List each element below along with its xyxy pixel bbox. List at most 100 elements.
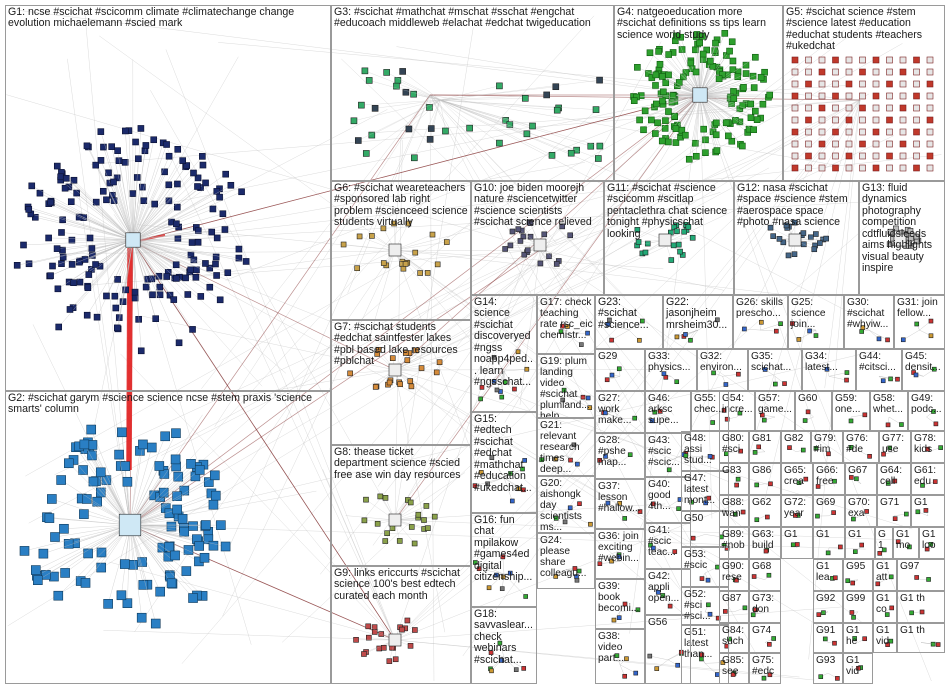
group-label: G37: lesson #hallow... xyxy=(598,481,643,514)
group-label: G60 xyxy=(798,393,830,404)
group-label: G70: exa xyxy=(848,497,875,519)
group-label: G29 xyxy=(598,351,643,362)
group-cell-g9: G9: links ericcurts #scichat science 100… xyxy=(331,566,471,684)
group-cell-g55: G55: chec... xyxy=(691,391,729,431)
group-label: G1 vid xyxy=(876,625,895,647)
group-cell-g67: G67 xyxy=(845,463,877,495)
group-cell-g63: G63: build xyxy=(749,527,781,559)
group-cell-g88: G88: wan xyxy=(719,495,749,527)
group-label: G49: podc... xyxy=(911,393,943,415)
group-cell-g77: G77: use xyxy=(879,431,911,463)
group-cell-g93: G93 xyxy=(813,653,843,684)
group-cell-g36: G36: join exciting #webin... xyxy=(595,529,645,579)
group-label: G27: work make... xyxy=(598,393,643,426)
group-cell-g1a: G1 xyxy=(911,495,945,527)
group-label: G19: plum landing video #scichat plumlan… xyxy=(540,356,593,418)
group-label: G68 xyxy=(752,561,779,572)
group-cell-g1o: G1 th xyxy=(897,623,945,653)
group-label: G23: #scichat #science... xyxy=(598,297,661,331)
group-label: G9: links ericcurts #scichat science 100… xyxy=(334,568,469,602)
group-label: G18: savvaslear... check webinars #scich… xyxy=(474,609,535,666)
group-label: G73: don xyxy=(752,593,779,615)
group-label: G31: join fellow... xyxy=(897,297,943,319)
group-cell-g89: G89: #nob xyxy=(719,527,749,559)
group-label: G88: wan xyxy=(722,497,747,519)
group-label: G26: skills prescho... xyxy=(736,297,786,319)
group-cell-g61: G61: edu xyxy=(911,463,945,495)
group-label: G64: cell xyxy=(880,465,909,487)
group-label: G82 xyxy=(784,433,809,444)
group-label: G83 xyxy=(722,465,747,476)
group-cell-g31: G31: join fellow... xyxy=(894,295,945,349)
group-label: G24: please share colleagu... xyxy=(540,535,593,579)
group-label: G30: #scichat #whyiw... xyxy=(847,297,892,330)
group-label: G1 th xyxy=(900,593,943,604)
group-label: G1 vid xyxy=(846,655,871,677)
group-label: G1 xyxy=(914,497,943,508)
group-cell-g25: G25: science join... xyxy=(788,295,844,349)
group-cell-g18: G18: savvaslear... check webinars #scich… xyxy=(471,607,537,684)
group-label: G74 xyxy=(752,625,779,636)
group-cell-g16: G16: fun chat mpilakow #games4ed digital… xyxy=(471,513,537,607)
group-cell-g1f: G1 mo xyxy=(893,527,919,559)
group-label: G69 xyxy=(816,497,843,508)
group-label: G75: #edc xyxy=(752,655,779,677)
group-cell-g29: G29 xyxy=(595,349,645,391)
group-cell-g92: G92 xyxy=(813,591,843,623)
group-label: G1 xyxy=(878,529,891,551)
group-cell-g83: G83 xyxy=(719,463,749,495)
group-label: G2: #scichat garym #science science ncse… xyxy=(8,393,329,416)
group-cell-g34: G34: latest... xyxy=(802,349,856,391)
group-label: G10: joe biden moorejh nature #sciencetw… xyxy=(474,183,602,229)
group-cell-g1n: G1 vid xyxy=(843,653,873,684)
group-label: G80: #sci xyxy=(722,433,747,455)
group-cell-g1i: G1 co xyxy=(873,591,897,623)
group-label: G1 xyxy=(848,529,873,540)
group-cell-g45: G45: densit... xyxy=(902,349,945,391)
group-label: G45: densit... xyxy=(905,351,943,373)
group-cell-g56: G56 xyxy=(645,615,691,684)
group-cell-g24: G24: please share colleagu... xyxy=(537,533,595,589)
group-cell-g49: G49: podc... xyxy=(908,391,945,431)
group-label: G28: #pshe map... xyxy=(598,435,643,468)
group-label: G12: nasa #scichat #space #science #stem… xyxy=(737,183,857,229)
group-cell-g37: G37: lesson #hallow... xyxy=(595,479,645,529)
group-label: G55: chec... xyxy=(694,393,727,415)
group-cell-g14: G14: science #scichat discoveryed #ngss … xyxy=(471,295,537,412)
group-cell-g78: G78: kids xyxy=(911,431,945,463)
group-cell-g13: G13: fluid dynamics photography competit… xyxy=(859,181,945,295)
group-label: G99 xyxy=(846,593,871,604)
group-cell-g70: G70: exa xyxy=(845,495,877,527)
group-label: G17: check teaching rate rsc_eic chemist… xyxy=(540,297,593,341)
group-label: G57: game... xyxy=(758,393,793,415)
group-label: G21: relevant research times deep... xyxy=(540,420,593,475)
group-label: G66: free xyxy=(816,465,843,487)
group-label: G65: crea xyxy=(784,465,811,487)
group-cell-g66: G66: free xyxy=(813,463,845,495)
group-label: G3: #scichat #mathchat #mschat #sschat #… xyxy=(334,7,612,30)
group-cell-g38: G38: video part... xyxy=(595,629,645,684)
group-label: G90: rese xyxy=(722,561,747,583)
group-cell-g69: G69 xyxy=(813,495,845,527)
group-cell-g79: G79: #im xyxy=(811,431,843,463)
group-cell-g85: G85: see xyxy=(719,653,749,684)
group-cell-g1g: G1 lea xyxy=(813,559,843,591)
group-cell-g27: G27: work make... xyxy=(595,391,645,433)
group-cell-g33: G33: physics... xyxy=(645,349,697,391)
group-cell-g22: G22: jasonjheim mrsheim30... xyxy=(663,295,733,349)
group-label: G93 xyxy=(816,655,841,666)
group-label: G8: thease ticket department science #sc… xyxy=(334,447,469,481)
group-cell-g91: G91 xyxy=(813,623,843,653)
group-label: G81 xyxy=(752,433,779,444)
group-label: G62 xyxy=(752,497,779,508)
group-label: G35: scichat... xyxy=(751,351,800,373)
group-label: G1 xyxy=(816,529,843,540)
group-label: G1 mo xyxy=(896,529,917,551)
group-label: G20: aishongk day scientists ms... xyxy=(540,478,593,533)
group-label: G1 loo xyxy=(922,529,943,551)
group-label: G67 xyxy=(848,465,875,476)
group-cell-g84: G84: such xyxy=(719,623,749,653)
group-label: G86 xyxy=(752,465,779,476)
group-cell-g12: G12: nasa #scichat #space #science #stem… xyxy=(734,181,859,295)
group-cell-g1d: G1 xyxy=(845,527,875,559)
